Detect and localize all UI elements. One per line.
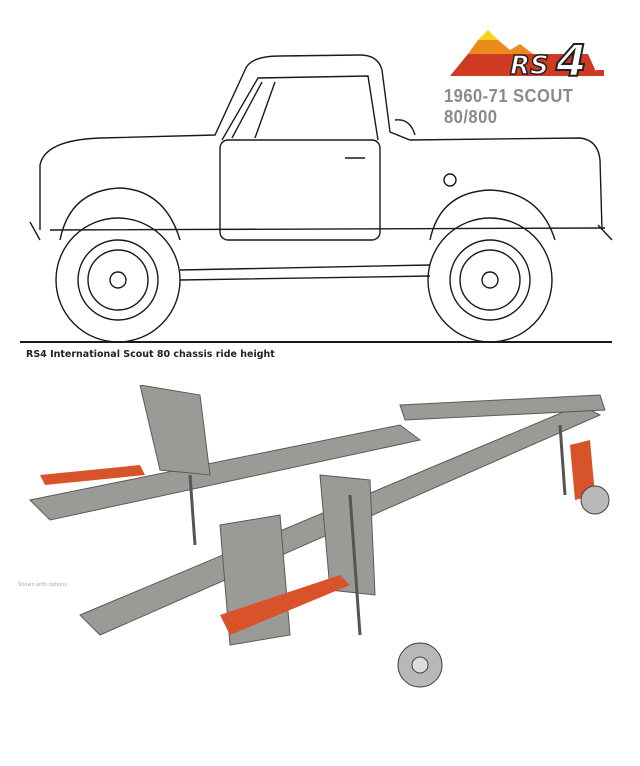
model-subtitle: 1960-71 SCOUT 80/800 [444, 86, 574, 127]
rear-wheel [55, 217, 181, 343]
figure-caption: RS4 International Scout 80 chassis ride … [26, 349, 275, 360]
options-note: Shown with options [18, 582, 67, 588]
chassis-photo [28, 385, 610, 688]
scout-line-drawing [20, 54, 613, 343]
front-wheel [427, 217, 553, 343]
svg-text:4: 4 [555, 36, 587, 82]
svg-text:RS: RS [510, 51, 549, 81]
rs4-logo: RS 4 [450, 30, 604, 82]
